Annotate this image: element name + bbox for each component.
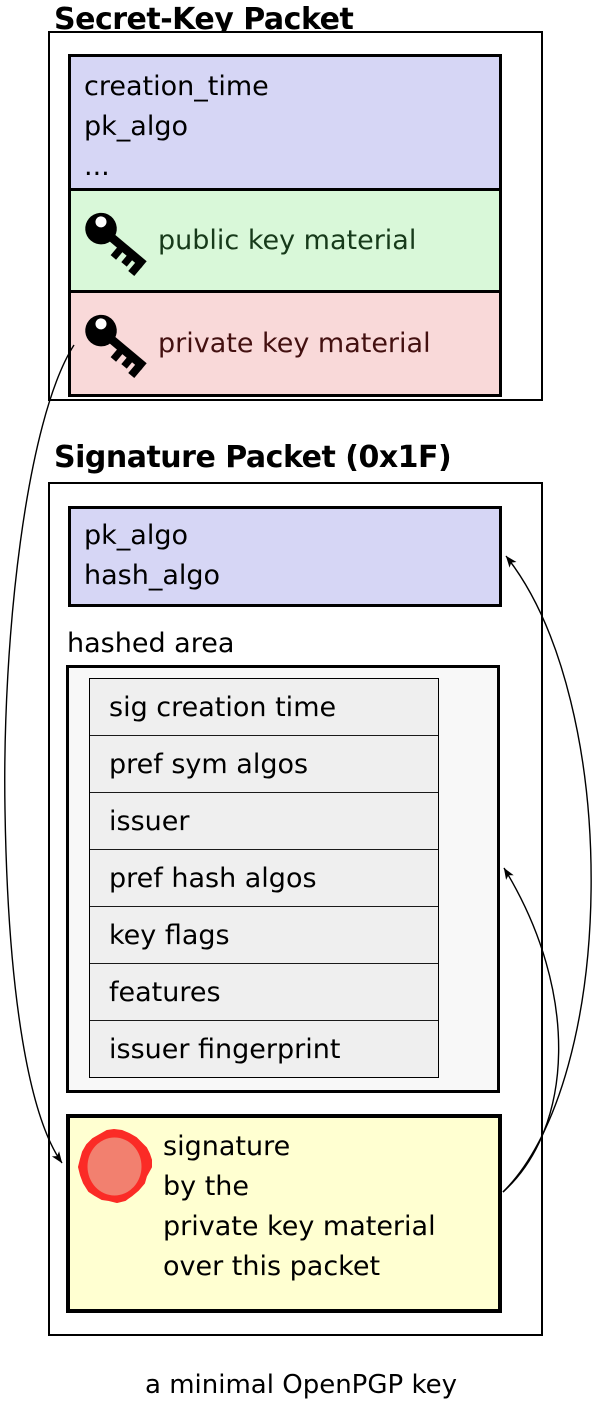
signature-value-box: signature by the private key material ov… bbox=[66, 1114, 502, 1313]
subpacket-issuer: issuer bbox=[90, 793, 438, 850]
key-icon bbox=[85, 314, 147, 379]
signature-line: signature bbox=[163, 1131, 291, 1162]
diagram-caption: a minimal OpenPGP key bbox=[145, 1370, 457, 1400]
private-key-material-box: private key material bbox=[68, 290, 502, 397]
private-key-material-label: private key material bbox=[158, 328, 431, 359]
signature-line: by the bbox=[163, 1171, 250, 1202]
signature-description: signature by the private key material ov… bbox=[163, 1127, 436, 1287]
signature-line: private key material bbox=[163, 1211, 436, 1242]
subpacket-issuer-fingerprint: issuer fingerprint bbox=[90, 1021, 438, 1077]
packet-header-fields-box: creation_time pk_algo ... bbox=[68, 54, 502, 191]
signature-line: over this packet bbox=[163, 1251, 381, 1282]
field-pk-algo: pk_algo bbox=[84, 520, 188, 551]
public-key-material-label: public key material bbox=[158, 225, 417, 256]
field-creation-time: creation_time bbox=[84, 71, 269, 102]
field-hash-algo: hash_algo bbox=[84, 560, 221, 591]
subpacket-key-flags: key flags bbox=[90, 907, 438, 964]
subpacket-pref-sym-algos: pref sym algos bbox=[90, 736, 438, 793]
field-ellipsis: ... bbox=[84, 151, 110, 182]
subpacket-sig-creation-time: sig creation time bbox=[90, 679, 438, 736]
seal-icon bbox=[78, 1129, 152, 1203]
key-icon bbox=[85, 212, 147, 277]
subpacket-pref-hash-algos: pref hash algos bbox=[90, 850, 438, 907]
field-pk-algo: pk_algo bbox=[84, 111, 188, 142]
signature-packet-title: Signature Packet (0x1F) bbox=[54, 440, 452, 475]
hashed-subpacket-table: sig creation time pref sym algos issuer … bbox=[89, 678, 439, 1078]
subpacket-features: features bbox=[90, 964, 438, 1021]
public-key-material-box: public key material bbox=[68, 188, 502, 293]
signature-algo-fields-box: pk_algo hash_algo bbox=[68, 506, 502, 607]
hashed-area-label: hashed area bbox=[67, 628, 235, 659]
